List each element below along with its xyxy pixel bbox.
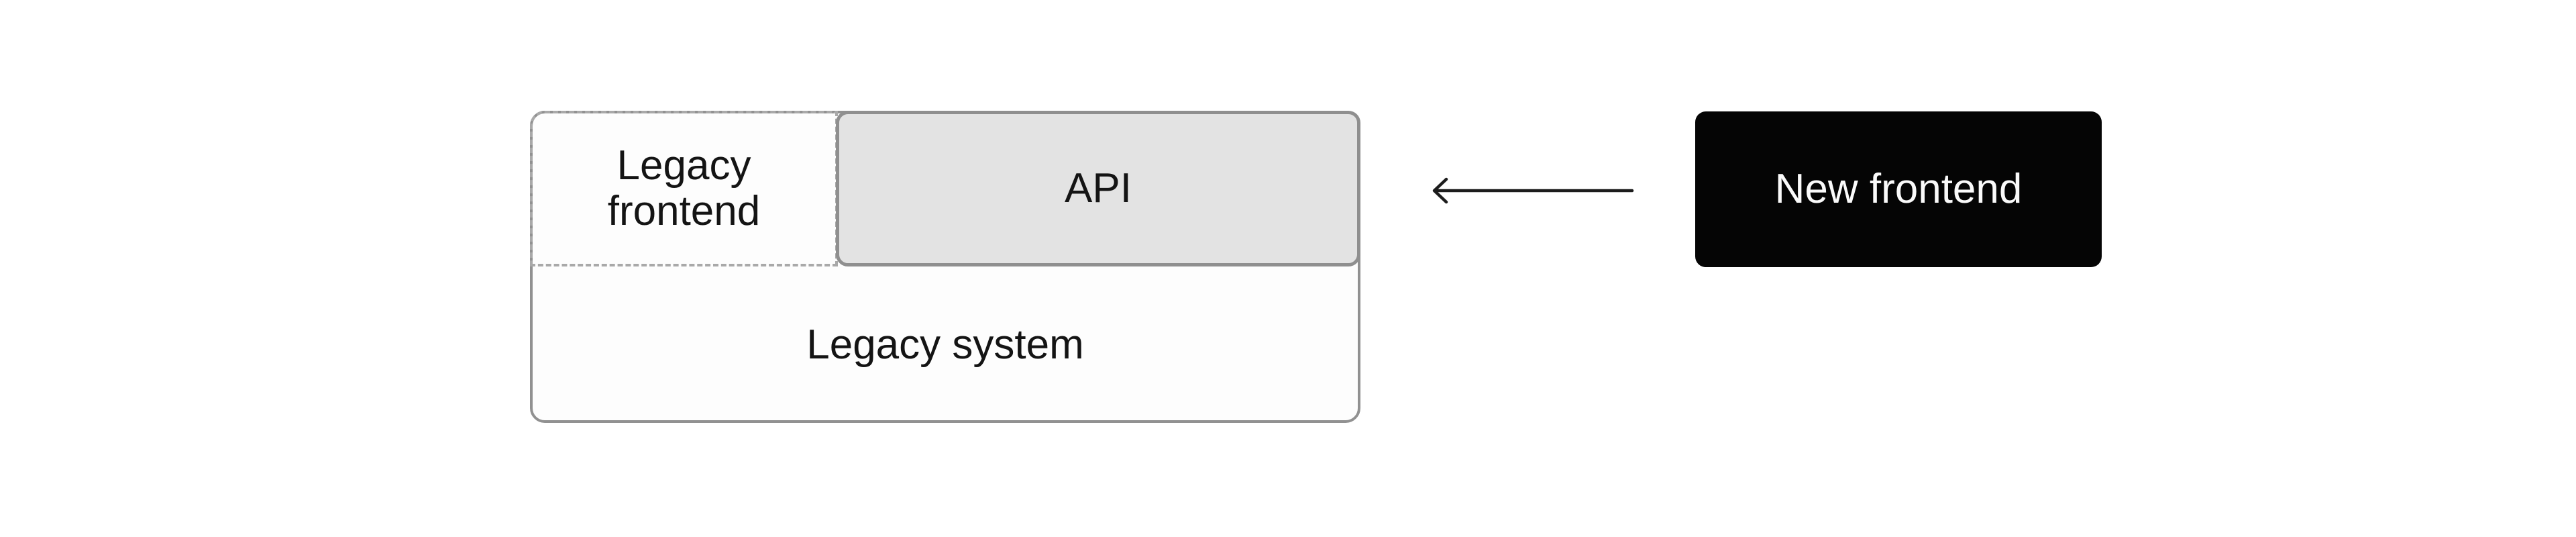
api-box: API bbox=[836, 111, 1360, 266]
legacy-frontend-box: Legacy frontend bbox=[530, 111, 838, 266]
legacy-frontend-label-line2: frontend bbox=[607, 188, 761, 234]
legacy-system-label: Legacy system bbox=[806, 321, 1084, 368]
api-label: API bbox=[1065, 165, 1132, 211]
legacy-frontend-label: Legacy frontend bbox=[608, 143, 761, 234]
new-frontend-box: New frontend bbox=[1695, 111, 2102, 267]
legacy-system-label-area: Legacy system bbox=[530, 266, 1360, 423]
new-frontend-label: New frontend bbox=[1774, 166, 2023, 212]
legacy-frontend-label-line1: Legacy bbox=[616, 142, 751, 189]
